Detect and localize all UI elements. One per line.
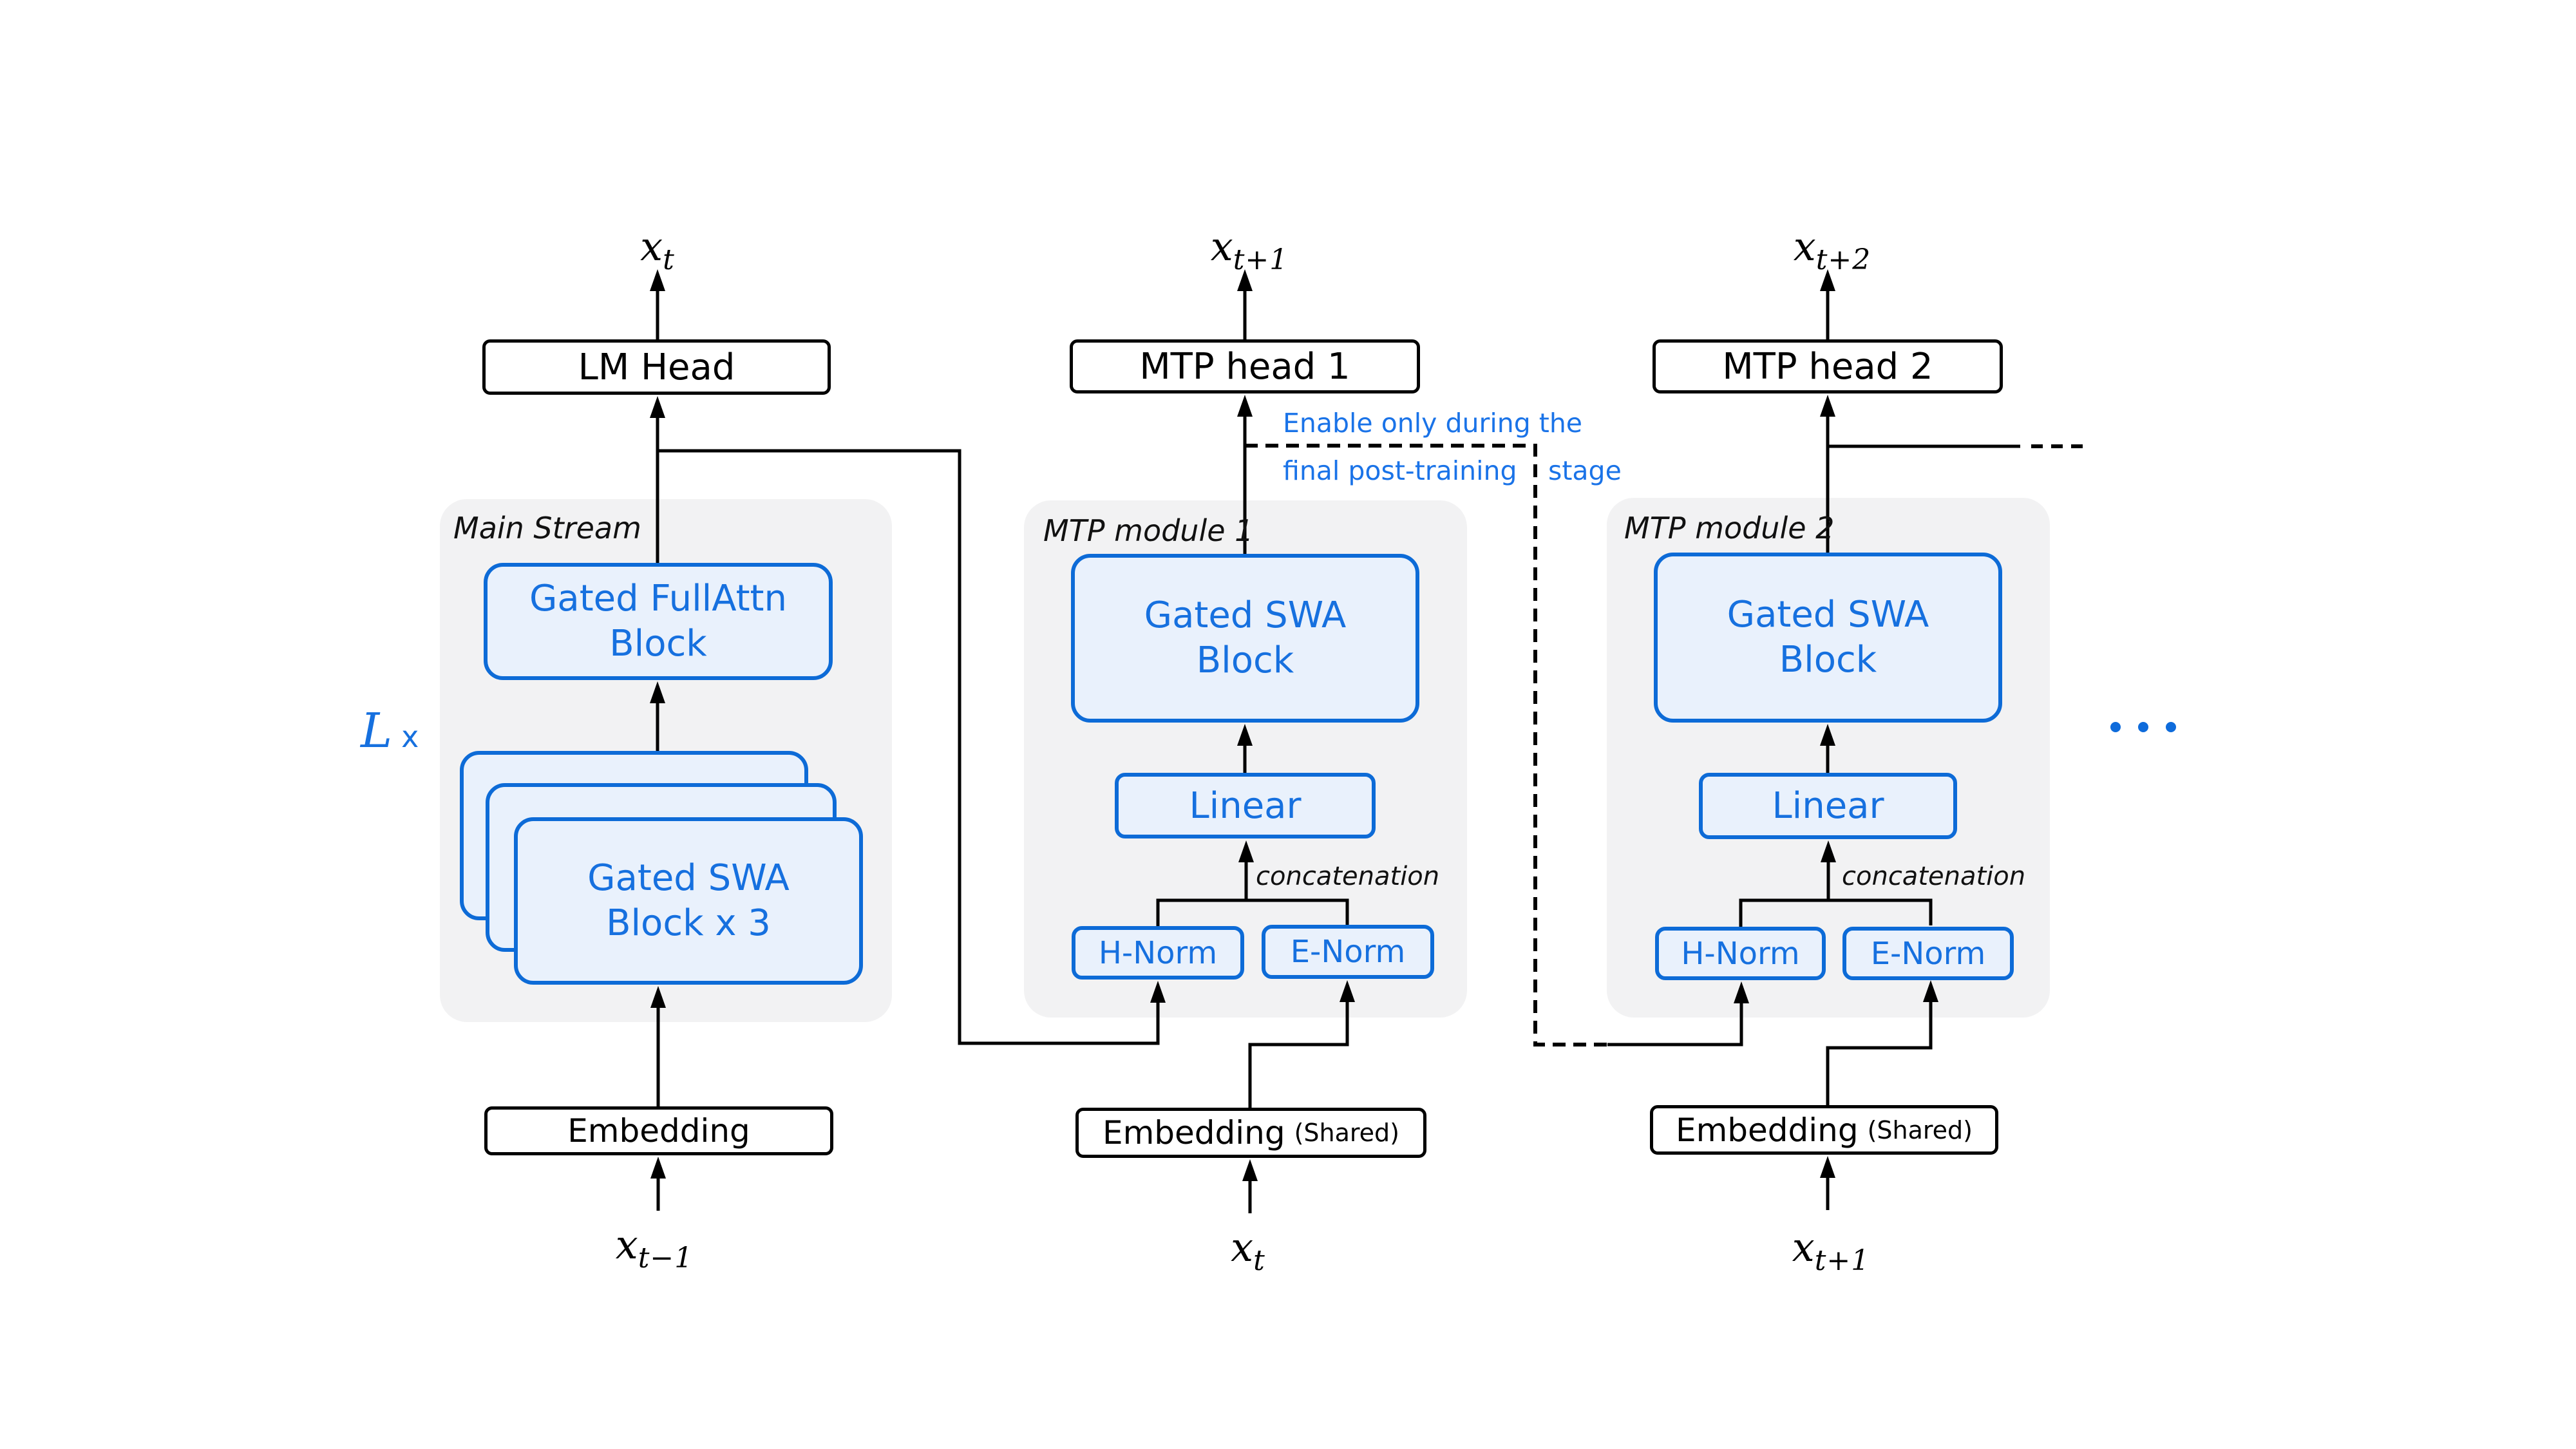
- annotation-line-1: Enable only during the: [1283, 408, 1583, 439]
- output-token-mtp2: xt+2: [1793, 223, 1871, 276]
- e-norm-box-mtp2: E-Norm: [1842, 927, 2014, 980]
- linear-box-mtp2: Linear: [1699, 773, 1957, 839]
- embedding-main-box: Embedding: [484, 1106, 833, 1155]
- mtp-module-2-label: MTP module 2: [1624, 511, 1835, 545]
- input-token-mtp2: xt+1: [1792, 1224, 1870, 1277]
- mtp-head-1-box: MTP head 1: [1070, 339, 1420, 393]
- ellipsis-icon: [2110, 722, 2176, 732]
- e-norm-box-mtp1: E-Norm: [1262, 925, 1434, 979]
- main-stream-label: Main Stream: [453, 511, 641, 545]
- lm-head-box: LM Head: [482, 339, 831, 395]
- output-token-main: xt: [640, 223, 675, 276]
- input-token-mtp1: xt: [1231, 1224, 1265, 1277]
- output-token-mtp1: xt+1: [1210, 223, 1289, 276]
- input-token-main: xt−1: [615, 1221, 694, 1274]
- linear-box-mtp1: Linear: [1115, 773, 1376, 838]
- h-norm-box-mtp1: H-Norm: [1072, 926, 1244, 980]
- mtp-head-2-box: MTP head 2: [1653, 339, 2003, 393]
- h-norm-box-mtp2: H-Norm: [1655, 927, 1826, 980]
- concatenation-label-mtp2: concatenation: [1842, 862, 2026, 891]
- embedding-shared-box-mtp2: Embedding(Shared): [1650, 1105, 1998, 1155]
- annotation-line-2b: stage: [1548, 455, 1622, 486]
- connector-embed2-to-enorm2: [1826, 1002, 1933, 1105]
- annotation-line-2a: final post-training: [1283, 455, 1517, 486]
- connector-embed1-to-enorm1: [1248, 1002, 1349, 1108]
- concatenation-label-mtp1: concatenation: [1256, 862, 1440, 891]
- embedding-shared-box-mtp1: Embedding(Shared): [1075, 1108, 1426, 1158]
- mtp-module-1-label: MTP module 1: [1043, 513, 1254, 548]
